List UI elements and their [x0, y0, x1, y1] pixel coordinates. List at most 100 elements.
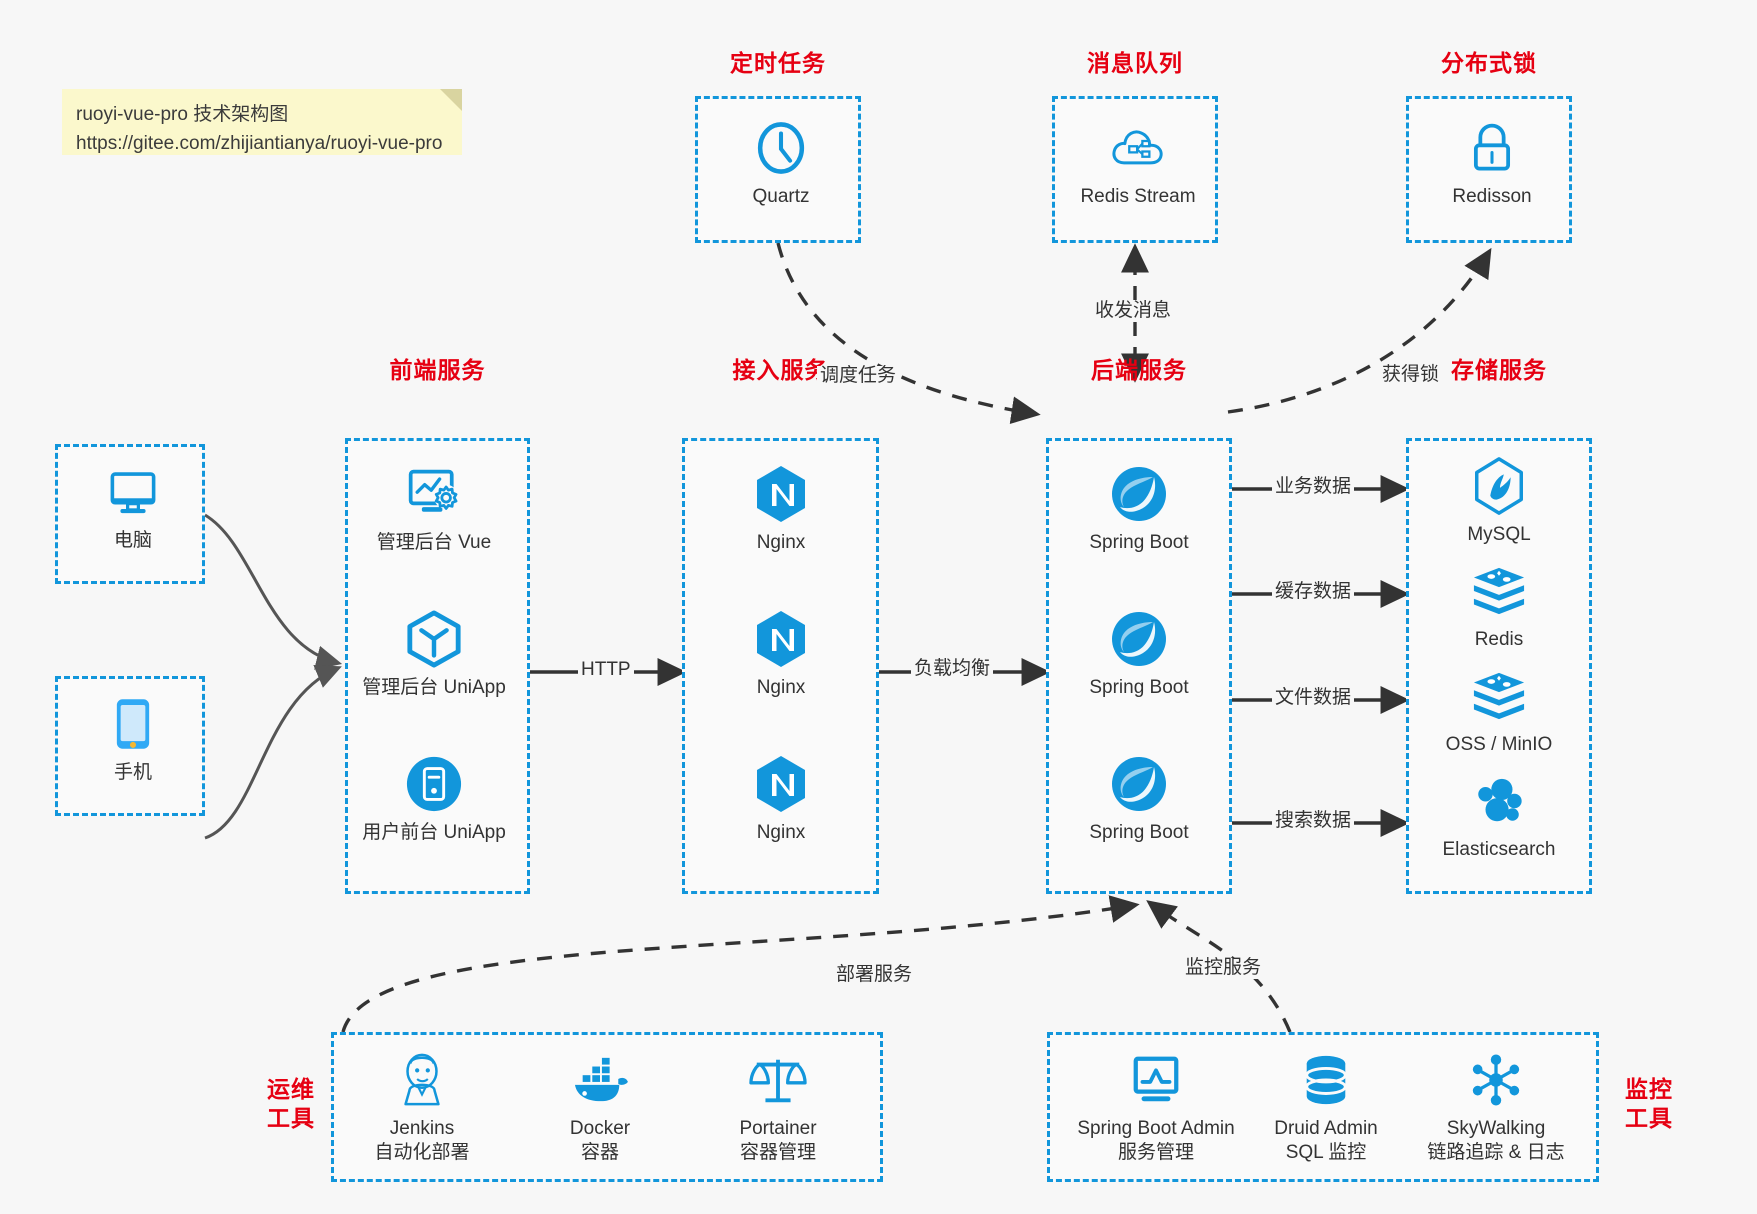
- node-spring-boot-2[interactable]: Spring Boot: [1069, 608, 1209, 700]
- monitor-chart-icon: [1127, 1049, 1185, 1111]
- node-label: Spring Boot: [1089, 532, 1189, 553]
- cloud-stream-icon: [1110, 117, 1166, 179]
- nginx-icon: [752, 753, 810, 815]
- node-spring-boot-3[interactable]: Spring Boot: [1069, 753, 1209, 845]
- group-box-gateway: Nginx Nginx Nginx: [682, 438, 879, 894]
- edge-label-http: HTTP: [578, 659, 634, 681]
- node-label: Redisson: [1452, 186, 1532, 207]
- node-label: 手机: [113, 762, 152, 783]
- skywalking-icon: [1468, 1049, 1524, 1111]
- node-quartz[interactable]: Quartz: [711, 117, 851, 209]
- node-skywalking[interactable]: SkyWalking 链路追踪 & 日志: [1406, 1049, 1586, 1165]
- node-label: Druid Admin: [1274, 1118, 1378, 1139]
- node-sublabel: 容器: [580, 1141, 619, 1163]
- edge-label-file-data: 文件数据: [1272, 687, 1355, 709]
- uniapp-cube-icon: [405, 608, 463, 670]
- database-icon: [1298, 1049, 1354, 1111]
- node-mysql[interactable]: MySQL: [1429, 455, 1569, 547]
- group-box-lock: Redisson: [1406, 96, 1572, 243]
- node-portainer[interactable]: Portainer 容器管理: [708, 1049, 848, 1165]
- clock-icon: [752, 117, 810, 179]
- group-title-devops-line2: 工具: [267, 1104, 315, 1131]
- node-sublabel: SQL 监控: [1285, 1141, 1367, 1163]
- group-box-backend: Spring Boot Spring Boot Spring Boot: [1046, 438, 1232, 894]
- group-box-monitor: Spring Boot Admin 服务管理 Druid Admin SQL 监…: [1047, 1032, 1599, 1182]
- oss-minio-icon: [1470, 665, 1528, 727]
- node-admin-vue[interactable]: 管理后台 Vue: [364, 463, 504, 555]
- edge-label-schedule-task: 调度任务: [817, 365, 900, 387]
- node-label: Spring Boot: [1089, 677, 1189, 698]
- diagram-note: ruoyi-vue-pro 技术架构图 https://gitee.com/zh…: [62, 89, 462, 155]
- node-sublabel: 容器管理: [739, 1141, 816, 1163]
- node-jenkins[interactable]: Jenkins 自动化部署: [352, 1049, 492, 1165]
- node-label: 管理后台 UniApp: [362, 677, 506, 698]
- group-title-mq: 消息队列: [1087, 50, 1183, 76]
- nginx-icon: [752, 463, 810, 525]
- node-sublabel: 自动化部署: [374, 1141, 470, 1163]
- node-label: Spring Boot: [1089, 822, 1189, 843]
- edge-label-business-data: 业务数据: [1272, 476, 1355, 498]
- group-box-devops: Jenkins 自动化部署 Docker 容器: [331, 1032, 883, 1182]
- node-nginx-1[interactable]: Nginx: [711, 463, 851, 555]
- node-label: Jenkins: [389, 1118, 455, 1139]
- node-sublabel: 链路追踪 & 日志: [1427, 1141, 1565, 1163]
- node-redis[interactable]: Redis: [1429, 560, 1569, 652]
- node-label: 用户前台 UniApp: [362, 822, 506, 843]
- node-label: 电脑: [113, 530, 152, 551]
- edge-desktop-to-frontend: [204, 513, 343, 670]
- node-label: 管理后台 Vue: [376, 532, 492, 553]
- node-admin-uniapp[interactable]: 管理后台 UniApp: [362, 608, 506, 700]
- group-title-storage: 存储服务: [1451, 357, 1547, 383]
- portainer-scales-icon: [748, 1049, 808, 1111]
- node-desktop[interactable]: 电脑: [63, 461, 203, 553]
- note-line-1: ruoyi-vue-pro 技术架构图: [76, 104, 289, 125]
- node-label: Nginx: [756, 677, 806, 698]
- edge-label-acquire-lock: 获得锁: [1379, 364, 1443, 386]
- node-spring-boot-admin[interactable]: Spring Boot Admin 服务管理: [1066, 1049, 1246, 1165]
- node-sublabel: 服务管理: [1117, 1141, 1194, 1163]
- node-label: Redis: [1474, 629, 1524, 650]
- edge-phone-to-frontend: [204, 665, 342, 840]
- group-box-frontend: 管理后台 Vue 管理后台 UniApp 用户前台 UniApp: [345, 438, 530, 894]
- node-elasticsearch[interactable]: Elasticsearch: [1429, 770, 1569, 862]
- mysql-icon: [1470, 455, 1528, 517]
- node-phone[interactable]: 手机: [63, 693, 203, 785]
- group-box-client-desktop: 电脑: [55, 444, 205, 584]
- node-spring-boot-1[interactable]: Spring Boot: [1069, 463, 1209, 555]
- group-box-scheduler: Quartz: [695, 96, 861, 243]
- group-title-frontend: 前端服务: [389, 357, 486, 383]
- group-title-monitor: 监控 工具: [1612, 1075, 1686, 1133]
- node-oss-minio[interactable]: OSS / MinIO: [1429, 665, 1569, 757]
- docker-icon: [569, 1049, 631, 1111]
- redis-icon: [1470, 560, 1528, 622]
- node-redisson[interactable]: Redisson: [1422, 117, 1562, 209]
- note-fold-corner: [440, 89, 462, 111]
- edge-deploy-service: [341, 895, 1140, 1033]
- node-label: Redis Stream: [1080, 186, 1196, 207]
- node-label: Docker: [569, 1118, 631, 1139]
- edge-label-load-balance: 负载均衡: [911, 658, 994, 680]
- edge-label-send-receive-message: 收发消息: [1092, 300, 1175, 322]
- lock-icon: [1466, 117, 1518, 179]
- node-docker[interactable]: Docker 容器: [530, 1049, 670, 1165]
- jenkins-icon: [394, 1049, 450, 1111]
- node-user-uniapp[interactable]: 用户前台 UniApp: [362, 753, 506, 845]
- mobile-app-icon: [405, 753, 463, 815]
- node-nginx-2[interactable]: Nginx: [711, 608, 851, 700]
- node-druid-admin[interactable]: Druid Admin SQL 监控: [1246, 1049, 1406, 1165]
- node-redis-stream[interactable]: Redis Stream: [1068, 117, 1208, 209]
- group-title-monitor-line1: 监控: [1625, 1076, 1673, 1102]
- phone-icon: [114, 693, 152, 755]
- group-box-client-phone: 手机: [55, 676, 205, 816]
- desktop-icon: [105, 461, 161, 523]
- group-title-lock: 分布式锁: [1441, 50, 1537, 76]
- node-nginx-3[interactable]: Nginx: [711, 753, 851, 845]
- group-box-mq: Redis Stream: [1052, 96, 1218, 243]
- node-label: Nginx: [756, 532, 806, 553]
- spring-boot-icon: [1109, 463, 1169, 525]
- group-title-scheduler: 定时任务: [730, 50, 826, 76]
- node-label: Elasticsearch: [1442, 839, 1556, 860]
- group-title-backend: 后端服务: [1091, 357, 1187, 383]
- node-label: MySQL: [1467, 524, 1531, 545]
- edge-label-cache-data: 缓存数据: [1272, 581, 1355, 603]
